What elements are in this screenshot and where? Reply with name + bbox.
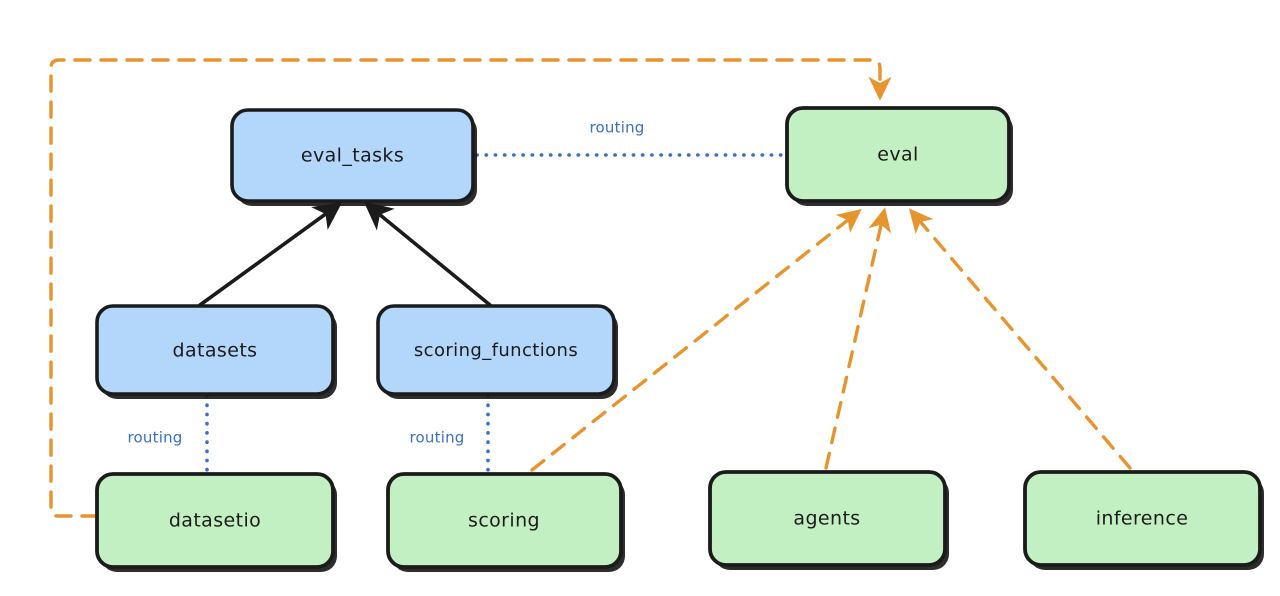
- node-scoring[interactable]: scoring: [386, 472, 625, 572]
- node-body: [376, 304, 616, 396]
- node-body: [1023, 470, 1262, 567]
- node-datasets-label: datasets: [173, 340, 258, 362]
- edge-agents-eval: [824, 207, 892, 470]
- edge-datasets-evaltasks: [198, 201, 343, 307]
- node-datasets[interactable]: datasets: [95, 304, 337, 399]
- node-body: [708, 470, 947, 567]
- node-body: [386, 472, 623, 569]
- node-inference-label: inference: [1096, 508, 1189, 530]
- edge-scoringfunctions-evaltasks: [363, 201, 492, 307]
- node-agents[interactable]: agents: [708, 470, 949, 570]
- node-body: [785, 106, 1011, 203]
- node-eval-label: eval: [877, 144, 918, 166]
- edge-labels: routing routing routing: [128, 119, 645, 447]
- node-eval_tasks[interactable]: eval_tasks: [230, 108, 477, 206]
- node-scoring-label: scoring: [468, 510, 540, 532]
- node-inference[interactable]: inference: [1023, 470, 1264, 570]
- edge-datasetio-eval: [49, 58, 892, 518]
- node-body: [95, 304, 335, 396]
- composition-edges: [198, 201, 492, 307]
- edge-inference-eval: [908, 208, 1132, 470]
- node-agents-label: agents: [793, 508, 860, 530]
- node-body: [230, 108, 475, 203]
- node-eval_tasks-label: eval_tasks: [301, 145, 404, 167]
- dependency-edges: [49, 58, 1132, 518]
- node-scoring_functions[interactable]: scoring_functions: [376, 304, 618, 399]
- node-datasetio[interactable]: datasetio: [95, 472, 337, 572]
- node-body: [95, 472, 335, 569]
- edge-label-routing-scoring: routing: [410, 429, 465, 447]
- node-eval[interactable]: eval: [785, 106, 1013, 206]
- edge-label-routing-datasetio: routing: [128, 429, 183, 447]
- routing-edges: [205, 153, 787, 476]
- node-datasetio-label: datasetio: [169, 510, 261, 532]
- edge-label-routing-eval: routing: [590, 119, 645, 137]
- edge-scoring-eval: [530, 209, 862, 472]
- node-scoring_functions-label: scoring_functions: [414, 340, 578, 361]
